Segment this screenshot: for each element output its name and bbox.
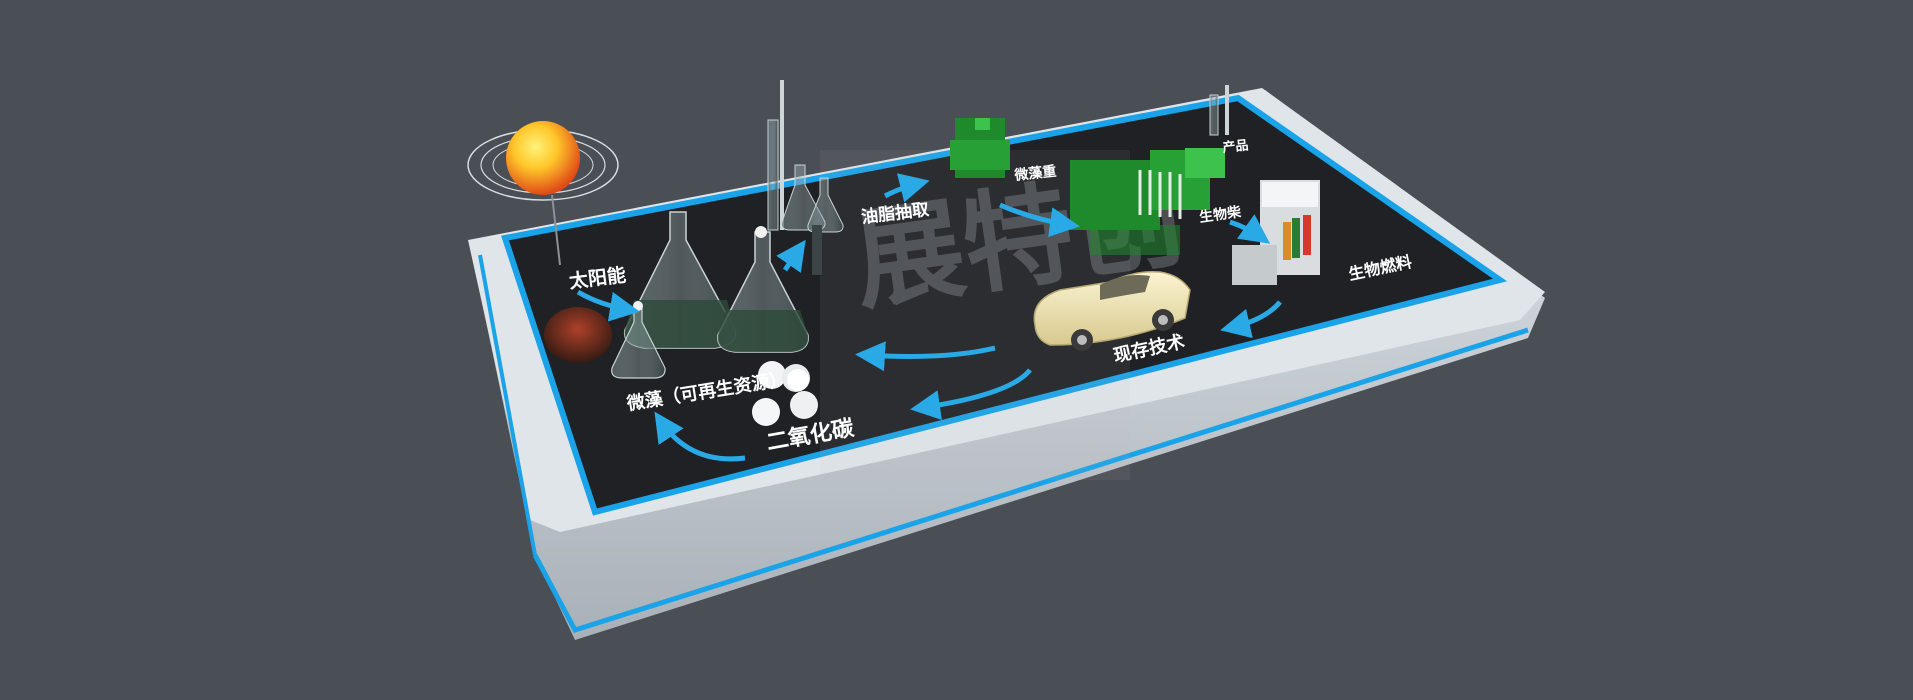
sun-icon [467,121,619,266]
algae-plant-icon [950,118,1225,255]
label-biodiesel: 生物柴 [1198,203,1243,226]
flow-arrows [576,173,1282,462]
car-icon [1033,270,1191,351]
label-microalgae-refining: 微藻重 [1013,163,1058,184]
flask-icon [611,80,1229,379]
platform-glow-line [532,327,1529,634]
sun-reflection [544,307,612,363]
label-by-product: 产品 [1222,137,1250,156]
co2-balls-icon [752,361,818,426]
fuel-pump-icon [1232,180,1320,285]
platform-glow-left [478,254,537,556]
